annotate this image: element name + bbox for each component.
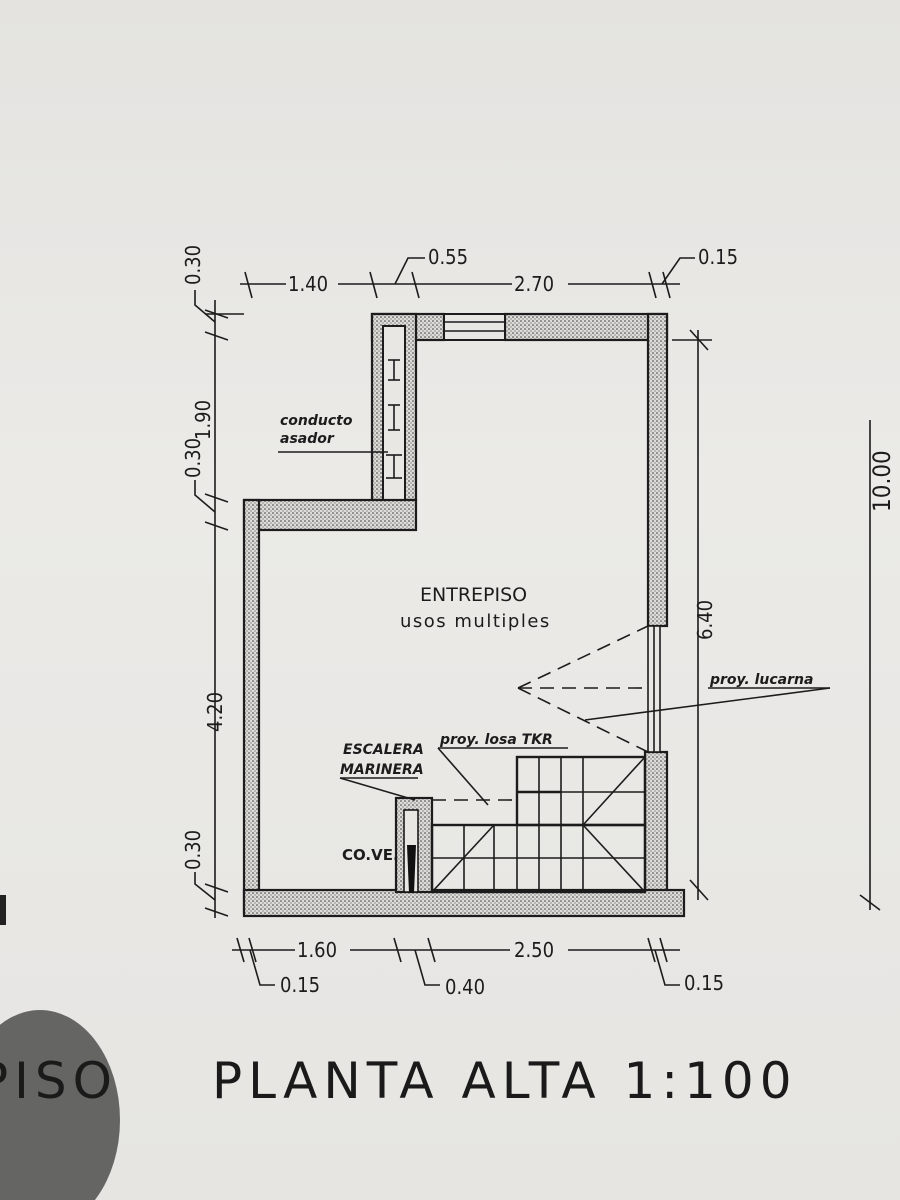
room-name: ENTREPISO [420,584,527,606]
label-ladder-2: MARINERA [340,762,424,778]
dim-left-1-90: 1.90 [191,400,215,440]
dim-left-0-30-mid: 0.30 [181,438,205,478]
dim-top-0-55: 0.55 [428,245,468,269]
dim-bottom-2-50: 2.50 [514,938,554,962]
label-cove: CO.VE. [342,846,399,864]
dimension-lines [194,257,881,986]
label-ladder-1: ESCALERA [343,742,424,758]
photo-shadow [0,1010,120,1200]
leader-lines [278,451,831,806]
dim-right-6-40: 6.40 [693,600,717,640]
dim-bottom-0-40: 0.40 [445,975,485,999]
dim-bottom-0-15-left: 0.15 [280,973,320,997]
skylight-projection [432,625,649,801]
partial-title-left: PISO [0,1052,118,1110]
dim-top-2-70: 2.70 [514,272,554,296]
dim-left-4-20: 4.20 [203,692,227,732]
room-subtitle: usos multiples [400,611,551,632]
plan-title: PLANTA ALTA 1:100 [212,1052,798,1110]
dim-left-0-30-top: 0.30 [181,245,205,285]
dim-top-0-15: 0.15 [698,245,738,269]
dim-bottom-0-15-right: 0.15 [684,971,724,995]
stairs [430,755,647,894]
dim-bottom-1-60: 1.60 [297,938,337,962]
duct-hatch [386,359,402,479]
photo-shadow-edge [0,895,6,925]
label-slab: proy. losa TKR [439,732,553,748]
dim-top-1-40: 1.40 [288,272,328,296]
dim-left-0-30-bottom: 0.30 [181,830,205,870]
label-duct-2: asador [280,431,335,447]
label-skylight: proy. lucarna [709,672,813,688]
dim-right-10-00: 10.00 [868,450,896,512]
walls [242,312,686,918]
label-duct-1: conducto [280,413,353,429]
